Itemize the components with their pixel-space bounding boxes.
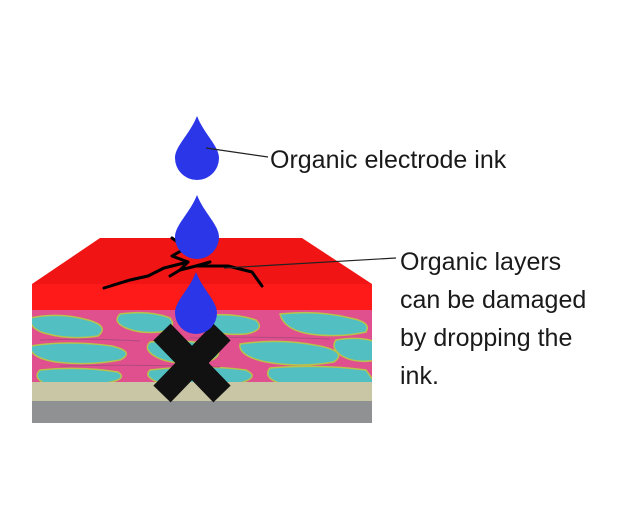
- bottom-layer: [32, 401, 372, 423]
- ink-label: Organic electrode ink: [270, 146, 507, 174]
- top-organic-layer-top: [32, 238, 372, 284]
- layers-label-line: ink.: [400, 362, 439, 390]
- layers-label-line: Organic layers: [400, 248, 562, 276]
- ink-drop-icon: [175, 116, 219, 180]
- layers-label-line: by dropping the: [400, 324, 573, 352]
- layers-leader-line: [223, 257, 397, 269]
- substrate-layer: [32, 381, 372, 401]
- ink-drop-icon: [175, 272, 217, 334]
- ink-drop-icon: [175, 195, 219, 259]
- layers-label: Organic layers can be damaged by droppin…: [400, 243, 586, 395]
- cross-mark-icon: [153, 323, 231, 403]
- layers-label-line: can be damaged: [400, 286, 587, 314]
- ink-leader-line: [205, 147, 269, 158]
